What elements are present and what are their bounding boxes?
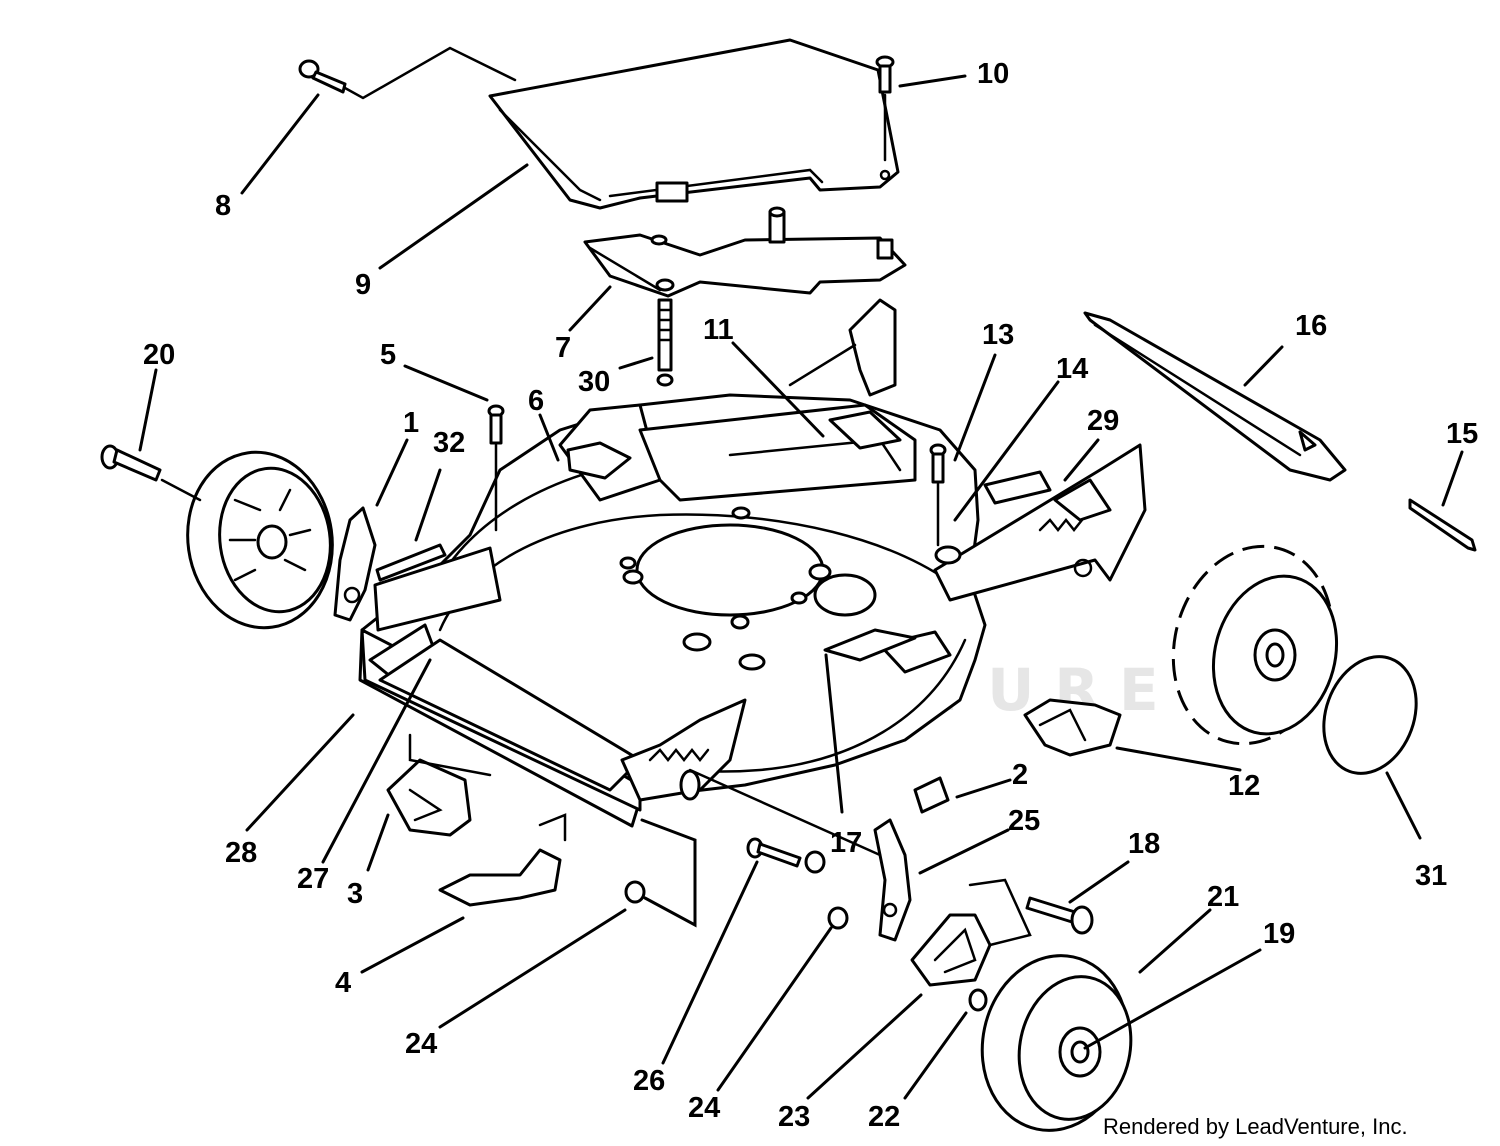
callout-24-left: 24	[405, 1028, 437, 1060]
axle-bolt-26	[679, 768, 882, 874]
bolt-10	[875, 55, 895, 162]
wheel-bracket-12	[1023, 698, 1122, 757]
callout-16: 16	[1295, 310, 1327, 342]
callout-27: 27	[297, 863, 329, 895]
callout-9: 9	[355, 269, 371, 301]
right-front-wheel	[980, 954, 1133, 1132]
bolt-14	[929, 443, 962, 565]
callout-3: 3	[347, 878, 363, 910]
callout-7: 7	[555, 332, 571, 364]
callout-13: 13	[982, 319, 1014, 351]
nut-24-left	[624, 880, 646, 904]
callout-12: 12	[1228, 770, 1260, 802]
callout-1: 1	[403, 407, 419, 439]
callout-17: 17	[830, 827, 862, 859]
hinge-rod	[298, 46, 517, 100]
wheel-bracket-3	[386, 758, 472, 837]
deflector-bracket	[583, 206, 907, 298]
callout-10: 10	[977, 58, 1009, 90]
callout-8: 8	[215, 190, 231, 222]
callout-28: 28	[225, 837, 257, 869]
height-adjust-lever	[873, 818, 912, 942]
callout-6: 6	[528, 385, 544, 417]
grass-deflector-cover	[488, 38, 900, 210]
height-adjuster-bracket	[333, 506, 377, 622]
callout-15: 15	[1446, 418, 1478, 450]
callout-2: 2	[1012, 759, 1028, 791]
hinge-rod-15	[1408, 498, 1477, 552]
callout-11: 11	[703, 314, 734, 346]
callout-21: 21	[1207, 881, 1239, 913]
left-rear-wheel	[100, 444, 334, 630]
callout-19: 19	[1263, 918, 1295, 950]
bolt-30	[656, 298, 674, 387]
wheel-bracket-23	[910, 878, 1032, 987]
callout-4: 4	[335, 967, 351, 999]
callout-29: 29	[1087, 405, 1119, 437]
nut-24-right	[827, 906, 849, 930]
mower-deck	[358, 393, 1147, 828]
callout-31: 31	[1415, 860, 1447, 892]
callout-23: 23	[778, 1101, 810, 1133]
callout-20: 20	[143, 339, 175, 371]
callout-32: 32	[433, 427, 465, 459]
axle-bolt-18	[1025, 896, 1094, 935]
rear-shield	[1083, 311, 1347, 482]
hubcap	[1322, 655, 1418, 775]
callout-22: 22	[868, 1101, 900, 1133]
callout-25: 25	[1008, 805, 1040, 837]
right-rear-wheel	[1171, 544, 1339, 746]
credit-text: Rendered by LeadVenture, Inc.	[1103, 1114, 1408, 1139]
bolt-5	[487, 404, 505, 532]
deck-flap-panel	[408, 733, 567, 842]
rear-bracket	[788, 298, 897, 397]
spacer-block	[913, 776, 950, 814]
callout-18: 18	[1128, 828, 1160, 860]
callout-14: 14	[1056, 353, 1088, 385]
decal-29	[983, 470, 1052, 505]
wheel-adapter-4	[438, 848, 562, 907]
callout-26: 26	[633, 1065, 665, 1097]
washer-22	[968, 988, 988, 1012]
callout-30: 30	[578, 366, 610, 398]
callout-5: 5	[380, 339, 396, 371]
decal-strip	[375, 543, 447, 582]
leader-lines	[138, 74, 1464, 1100]
callout-24-right: 24	[688, 1092, 720, 1124]
callouts: 1 2 3 4 5 6 7 8 9 10 11 12 13 14 15 16 1…	[143, 58, 1478, 1133]
